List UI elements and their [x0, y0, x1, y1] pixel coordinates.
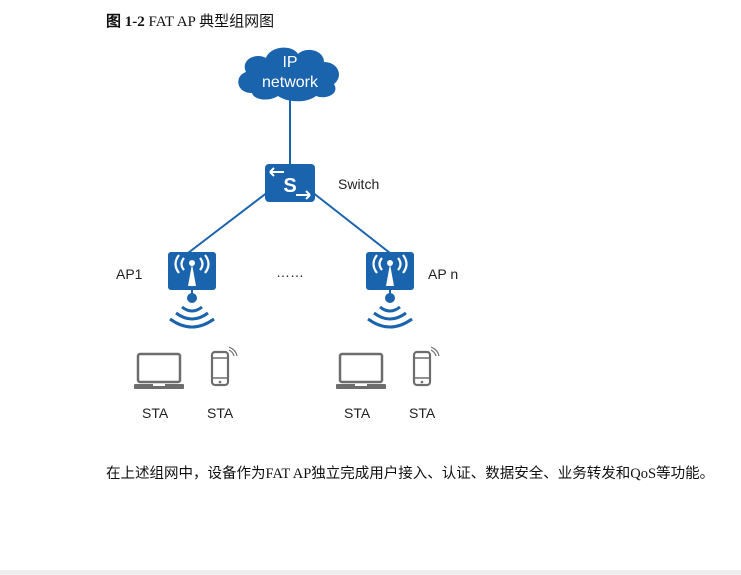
wireless-ap-icon: [366, 252, 414, 329]
ellipsis: ……: [276, 264, 304, 280]
laptop-icon: [336, 352, 386, 389]
link-switch-apn: [311, 191, 391, 254]
cloud-label-line1: IP: [282, 54, 297, 71]
switch-icon: S: [265, 164, 315, 202]
link-switch-ap1: [187, 191, 269, 254]
footer-divider: [0, 570, 741, 575]
smartphone-icon: [210, 346, 238, 387]
figure-caption: 图 1-2 FAT AP 典型组网图: [106, 10, 274, 31]
sta-label: STA: [344, 405, 371, 421]
smartphone-icon: [412, 346, 440, 387]
sta-label: STA: [207, 405, 234, 421]
apn-label: AP n: [428, 266, 458, 282]
laptop-icon: [134, 352, 184, 389]
cloud-label-line2: network: [262, 74, 319, 91]
wireless-ap-icon: [168, 252, 216, 329]
switch-glyph: S: [283, 175, 296, 197]
switch-label: Switch: [338, 176, 379, 192]
description-paragraph: 在上述组网中，设备作为FAT AP独立完成用户接入、认证、数据安全、业务转发和Q…: [106, 466, 715, 482]
sta-label: STA: [142, 405, 169, 421]
sta-label: STA: [409, 405, 436, 421]
figure-title: FAT AP 典型组网图: [148, 14, 275, 30]
figure-number: 图 1-2: [106, 14, 145, 30]
cloud-icon: IP network: [238, 47, 339, 102]
ap1-label: AP1: [116, 266, 143, 282]
